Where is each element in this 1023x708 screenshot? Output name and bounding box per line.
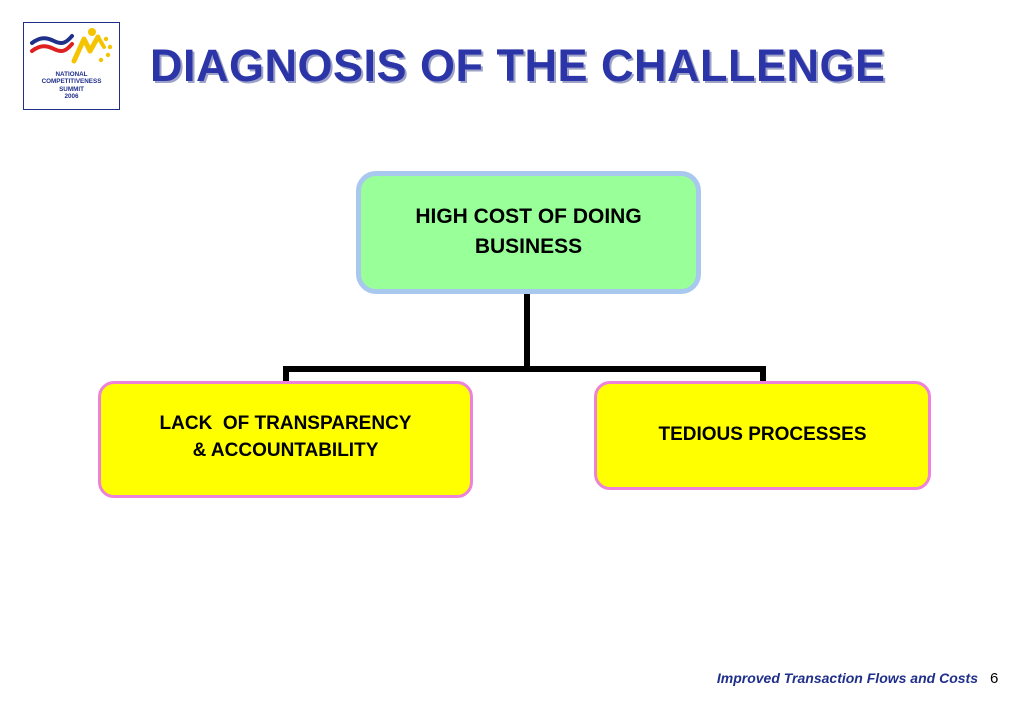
node-tedious-processes: TEDIOUS PROCESSES <box>594 381 931 490</box>
logo-line: 2006 <box>64 93 79 101</box>
page-number: 6 <box>990 670 999 687</box>
node-label-line: BUSINESS <box>474 235 583 258</box>
node-lack-of-transparency: LACK OF TRANSPARENCY & ACCOUNTABILITY <box>98 381 473 498</box>
logo-line: COMPETITIVENESS <box>41 78 102 86</box>
logo-text: NATIONAL COMPETITIVENESS SUMMIT 2006 <box>24 71 119 101</box>
logo-line: SUMMIT <box>59 85 84 93</box>
connector-horizontal <box>283 366 766 372</box>
node-label-line: LACK OF TRANSPARENCY <box>159 412 412 434</box>
page-title: DIAGNOSIS OF THE CHALLENGE <box>150 40 886 91</box>
node-label-line: HIGH COST OF DOING <box>415 205 642 228</box>
node-label-line: & ACCOUNTABILITY <box>192 439 379 461</box>
node-high-cost-of-doing-business: HIGH COST OF DOING BUSINESS <box>356 171 701 294</box>
summit-logo: NATIONAL COMPETITIVENESS SUMMIT 2006 <box>23 22 120 110</box>
connector-right-drop <box>760 366 766 381</box>
footer-text: Improved Transaction Flows and Costs <box>716 670 978 686</box>
node-label-line: TEDIOUS PROCESSES <box>658 424 867 445</box>
connector-vertical-root <box>524 294 530 366</box>
logo-line: NATIONAL <box>55 71 88 78</box>
connector-left-drop <box>283 366 289 381</box>
flag-figure-icon <box>30 28 113 64</box>
